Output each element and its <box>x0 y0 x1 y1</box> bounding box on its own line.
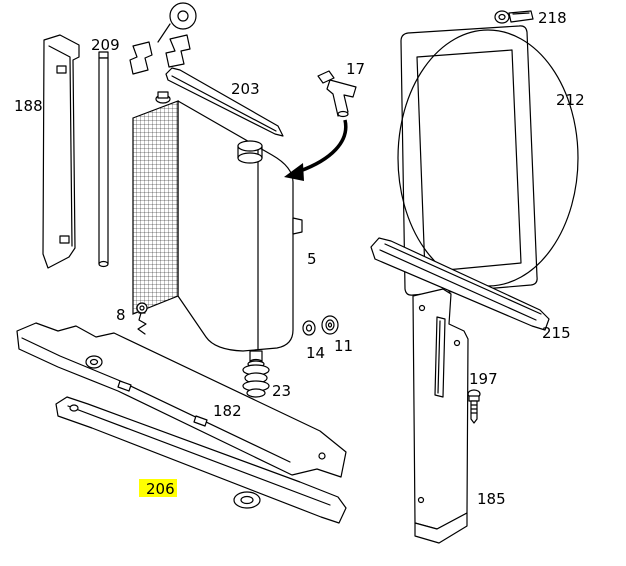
rubber-mount-drawing <box>242 360 270 398</box>
part-label-17[interactable]: 17 <box>346 60 365 78</box>
part-label-11[interactable]: 11 <box>334 337 353 355</box>
lower-rail-drawing <box>370 237 550 331</box>
pointer-arrow <box>299 119 348 173</box>
part-label-212[interactable]: 212 <box>556 91 585 109</box>
upper-trim-strip-drawing <box>165 67 284 137</box>
part-label-215[interactable]: 215 <box>542 324 571 342</box>
filler-tube-drawing <box>98 51 109 268</box>
part-label-14[interactable]: 14 <box>306 344 325 362</box>
lower-trim-strip-drawing <box>55 396 347 524</box>
vent-hose-drawing <box>284 70 357 181</box>
part-label-188[interactable]: 188 <box>14 97 43 115</box>
fan-shroud-drawing <box>397 25 579 296</box>
part-label-203[interactable]: 203 <box>231 80 260 98</box>
highlight-206 <box>139 479 177 497</box>
part-label-23[interactable]: 23 <box>272 382 291 400</box>
part-label-209[interactable]: 209 <box>91 36 120 54</box>
part-label-8[interactable]: 8 <box>116 306 126 324</box>
screw-drawing <box>467 389 481 424</box>
part-label-5[interactable]: 5 <box>307 250 317 268</box>
upper-bracket-clips-drawing <box>129 2 197 75</box>
part-labels: 188 209 203 17 218 212 5 8 14 11 23 182 … <box>14 9 585 508</box>
part-label-185[interactable]: 185 <box>477 490 506 508</box>
radiator-drawing <box>132 91 303 366</box>
part-label-197[interactable]: 197 <box>469 370 498 388</box>
part-label-182[interactable]: 182 <box>213 402 242 420</box>
front-crossmember-drawing <box>16 322 347 478</box>
left-side-panel-drawing <box>42 34 80 269</box>
part-label-206[interactable]: 206 <box>146 480 175 498</box>
right-side-panel-drawing <box>412 288 469 544</box>
hose-clamp-drawing <box>494 10 534 24</box>
washer-grommet-drawing <box>302 315 339 336</box>
part-label-218[interactable]: 218 <box>538 9 567 27</box>
drain-clip-drawing <box>136 302 148 335</box>
